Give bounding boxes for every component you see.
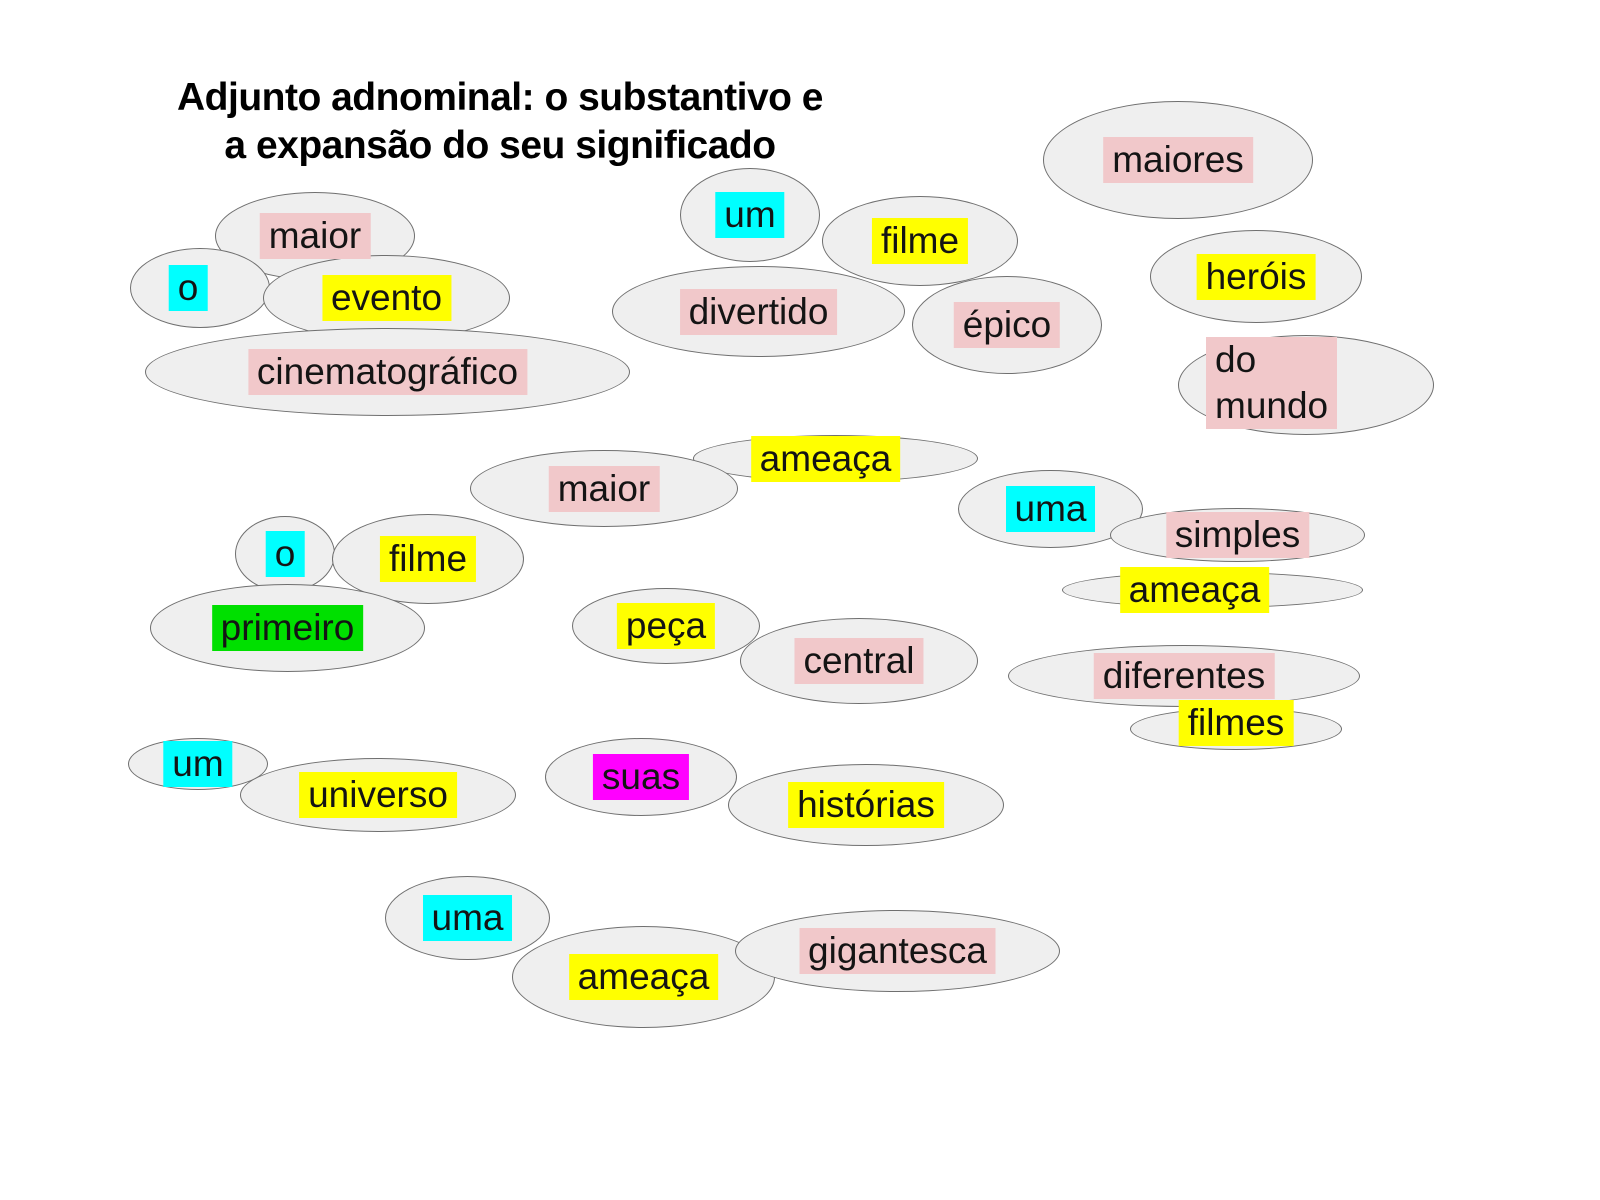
- diagram-title: Adjunto adnominal: o substantivo e a exp…: [177, 76, 824, 167]
- bubble-o-2: o: [235, 516, 335, 592]
- word-gigantesca: gigantesca: [799, 928, 996, 974]
- bubble-maior-2: maior: [470, 450, 738, 527]
- bubble-um-2: um: [128, 738, 268, 790]
- bubble-ameaca-3: ameaça: [512, 926, 775, 1028]
- word-uma-1: uma: [1005, 486, 1096, 532]
- word-o-1: o: [168, 265, 208, 311]
- word-suas: suas: [592, 754, 690, 800]
- word-evento: evento: [321, 275, 452, 321]
- bubble-epico: épico: [912, 276, 1102, 374]
- bubble-cinematografico: cinematográfico: [145, 328, 630, 416]
- word-maior-2: maior: [548, 465, 660, 512]
- bubble-o-1: o: [130, 248, 270, 328]
- word-maiores: maiores: [1103, 137, 1253, 183]
- bubble-filme-1: filme: [822, 196, 1018, 286]
- word-peca: peça: [616, 603, 716, 649]
- word-primeiro: primeiro: [211, 605, 364, 651]
- word-herois: heróis: [1196, 253, 1316, 300]
- word-maior-1: maior: [259, 213, 371, 259]
- word-filmes: filmes: [1178, 700, 1294, 746]
- bubble-central: central: [740, 618, 978, 704]
- bubble-uma-2: uma: [385, 876, 550, 960]
- word-divertido: divertido: [679, 288, 838, 335]
- word-filme-1: filme: [871, 218, 969, 264]
- word-simples: simples: [1165, 512, 1310, 558]
- word-do-mundo: do mundo: [1206, 337, 1338, 429]
- bubble-herois: heróis: [1150, 230, 1362, 323]
- word-ameaca-1: ameaça: [750, 435, 901, 482]
- bubble-ameaca-2: ameaça: [1062, 567, 1363, 613]
- word-diferentes: diferentes: [1093, 653, 1275, 699]
- bubble-uma-1: uma: [958, 470, 1143, 548]
- word-epico: épico: [953, 302, 1061, 348]
- bubble-maiores: maiores: [1043, 101, 1313, 219]
- word-filme-2: filme: [379, 536, 477, 582]
- word-um-1: um: [715, 192, 785, 238]
- word-cinematografico: cinematográfico: [247, 349, 528, 395]
- bubble-divertido: divertido: [612, 266, 905, 357]
- bubble-peca: peça: [572, 588, 760, 664]
- word-central: central: [794, 638, 924, 684]
- word-o-2: o: [265, 531, 305, 577]
- bubble-filmes: filmes: [1130, 700, 1342, 750]
- word-um-2: um: [163, 741, 233, 787]
- bubble-do-mundo: do mundo: [1178, 335, 1434, 435]
- word-uma-2: uma: [422, 895, 513, 941]
- bubble-universo: universo: [240, 758, 516, 832]
- bubble-um-1: um: [680, 168, 820, 262]
- word-historias: histórias: [788, 782, 944, 828]
- word-universo: universo: [299, 772, 457, 818]
- bubble-suas: suas: [545, 738, 737, 816]
- bubble-gigantesca: gigantesca: [735, 910, 1060, 992]
- bubble-ameaca-1: ameaça: [693, 435, 978, 482]
- bubble-historias: histórias: [728, 764, 1004, 846]
- word-ameaca-2: ameaça: [1119, 567, 1270, 613]
- bubble-diferentes: diferentes: [1008, 645, 1360, 707]
- bubble-evento: evento: [263, 255, 510, 341]
- word-ameaca-3: ameaça: [568, 954, 719, 1000]
- bubble-simples: simples: [1110, 508, 1365, 562]
- bubble-primeiro: primeiro: [150, 584, 425, 672]
- bubble-filme-2: filme: [332, 514, 524, 604]
